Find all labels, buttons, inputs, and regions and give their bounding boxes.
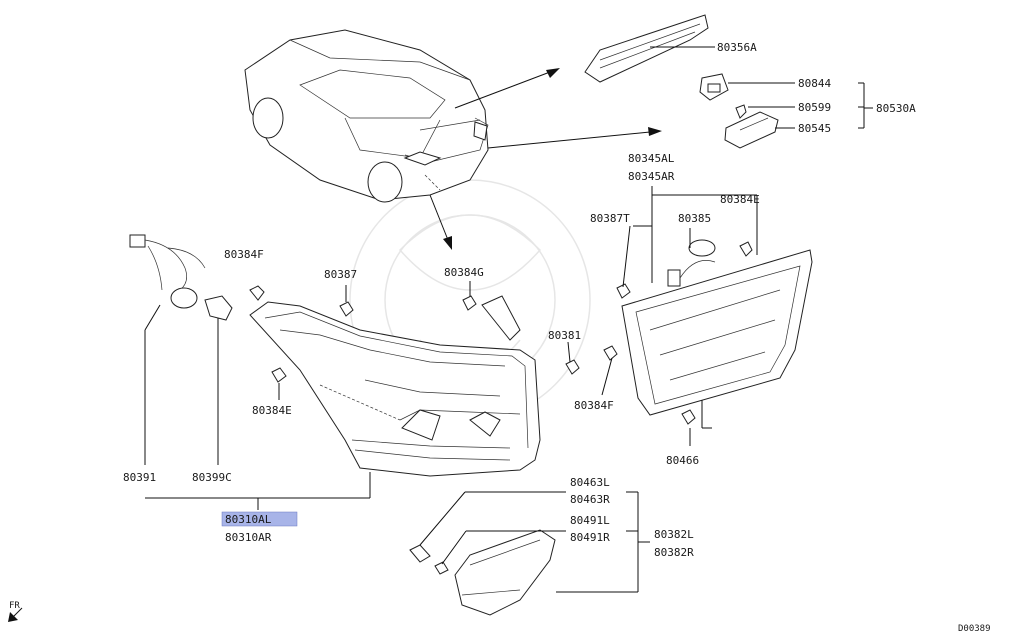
label-80384E-left[interactable]: 80384E (252, 404, 292, 417)
label-80387[interactable]: 80387 (324, 268, 357, 281)
selected-part-highlight (221, 511, 298, 527)
label-80463L[interactable]: 80463L (570, 476, 610, 489)
label-80382L[interactable]: 80382L (654, 528, 694, 541)
front-direction-arrow (8, 607, 23, 622)
label-80384F-right[interactable]: 80384F (574, 399, 614, 412)
label-80399C[interactable]: 80399C (192, 471, 232, 484)
label-80545[interactable]: 80545 (798, 122, 831, 135)
label-80381[interactable]: 80381 (548, 329, 581, 342)
label-80384F-left[interactable]: 80384F (224, 248, 264, 261)
label-80310AL[interactable]: 80310AL (225, 513, 272, 526)
label-80310AR[interactable]: 80310AR (225, 531, 272, 544)
label-80384E-right[interactable]: 80384E (720, 193, 760, 206)
license-lamp-parts (699, 73, 873, 149)
label-80384G[interactable]: 80384G (444, 266, 484, 279)
wiring-harness (129, 234, 233, 465)
label-80463R[interactable]: 80463R (570, 493, 610, 506)
outer-tail-lamp (145, 295, 541, 510)
label-80530A[interactable]: 80530A (876, 102, 916, 115)
label-80466[interactable]: 80466 (666, 454, 699, 467)
label-front: FR (9, 601, 20, 611)
label-80382R[interactable]: 80382R (654, 546, 694, 559)
label-80599[interactable]: 80599 (798, 101, 831, 114)
callout-arrows (429, 68, 662, 250)
label-80387T[interactable]: 80387T (590, 212, 630, 225)
label-80391[interactable]: 80391 (123, 471, 156, 484)
label-80491L[interactable]: 80491L (570, 514, 610, 527)
label-80345AR[interactable]: 80345AR (628, 170, 675, 183)
part-labels: 80356A 80844 80599 80545 80530A 80345AL … (9, 41, 991, 634)
label-80345AL[interactable]: 80345AL (628, 152, 675, 165)
label-80385[interactable]: 80385 (678, 212, 711, 225)
rear-reflector (409, 491, 650, 616)
high-mount-lamp (584, 14, 715, 83)
inner-tail-lamp (601, 186, 813, 446)
fasteners-left (249, 281, 580, 400)
label-80491R[interactable]: 80491R (570, 531, 610, 544)
vehicle-outline (244, 29, 489, 203)
label-80356A[interactable]: 80356A (717, 41, 757, 54)
label-80844[interactable]: 80844 (798, 77, 831, 90)
diagram-code: D00389 (958, 624, 991, 634)
